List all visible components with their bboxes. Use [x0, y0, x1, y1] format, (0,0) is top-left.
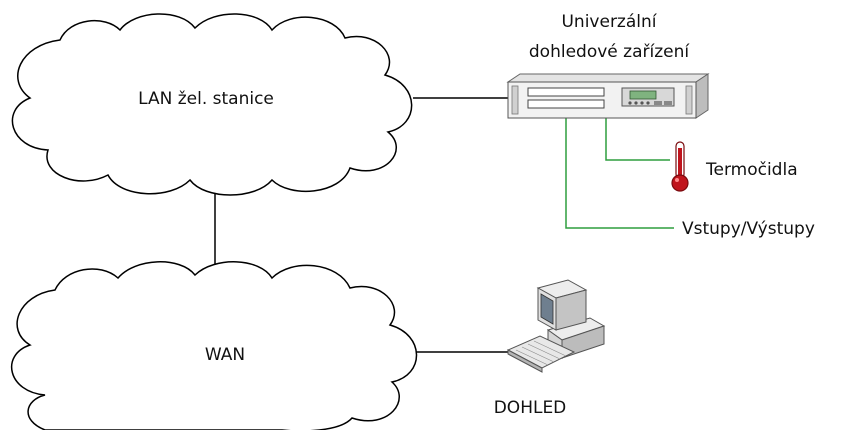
wan-cloud: WAN	[11, 261, 418, 430]
wan-cloud-label: WAN	[205, 345, 245, 365]
thermocouples-label: Termočidla	[705, 160, 798, 180]
thermocouple-link	[605, 117, 670, 161]
rack-server-icon	[506, 73, 710, 119]
device-label-line2: dohledové zařízení	[529, 42, 690, 62]
workstation-computer-icon	[506, 279, 606, 373]
thermometer-icon	[671, 141, 689, 192]
monitoring-device: Univerzální dohledové zařízení	[506, 12, 710, 119]
workstation-label: DOHLED	[494, 398, 567, 418]
device-label-line1: Univerzální	[561, 12, 657, 32]
io-link	[565, 117, 674, 229]
lan-cloud-label: LAN žel. stanice	[138, 89, 274, 109]
lan-cloud: LAN žel. stanice	[11, 13, 413, 196]
io-label: Vstupy/Výstupy	[682, 219, 815, 239]
